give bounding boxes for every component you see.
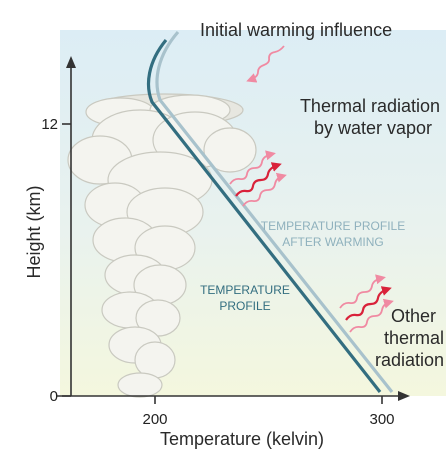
y-axis-arrowhead: [66, 56, 76, 68]
other-radiation-label-line3: radiation: [375, 350, 444, 370]
after-warming-label-line1: TEMPERATURE PROFILE: [261, 219, 405, 233]
profile-label-line2: PROFILE: [219, 299, 270, 313]
water-vapor-radiation-arrows: [229, 150, 287, 207]
x-tick-label-200: 200: [142, 411, 167, 428]
thermal-radiation-label-line2: by water vapor: [314, 118, 432, 138]
initial-warming-arrow: [246, 45, 285, 83]
x-tick-label-300: 300: [369, 411, 394, 428]
y-tick-label-12: 12: [41, 116, 58, 133]
profile-label-line1: TEMPERATURE: [200, 283, 290, 297]
temperature-profile-line: [146, 38, 382, 393]
cloud-illustration: [67, 93, 257, 398]
y-axis-label: Height (km): [24, 185, 44, 278]
y-tick-label-0: 0: [50, 388, 58, 405]
thermal-radiation-label-line1: Thermal radiation: [300, 96, 440, 116]
after-warming-label-line2: AFTER WARMING: [282, 235, 384, 249]
x-axis-label: Temperature (kelvin): [160, 429, 324, 449]
temperature-profile-after-warming-line: [155, 30, 394, 393]
other-thermal-radiation-arrows: [339, 274, 394, 333]
other-radiation-label-line2: thermal: [384, 328, 444, 348]
x-axis-arrowhead: [398, 391, 410, 401]
axes: [56, 56, 410, 404]
initial-warming-label: Initial warming influence: [200, 20, 392, 40]
other-radiation-label-line1: Other: [391, 306, 436, 326]
